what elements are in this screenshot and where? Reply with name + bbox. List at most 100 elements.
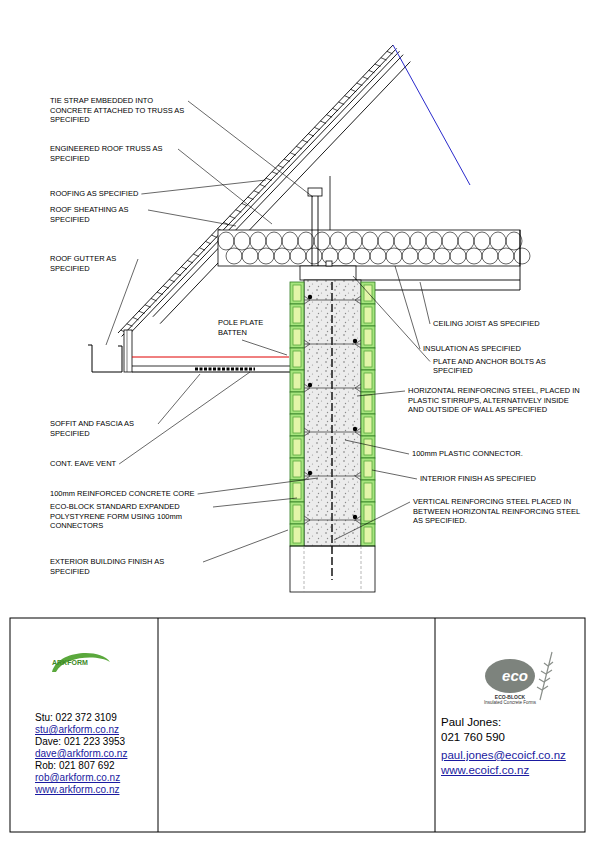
title-divider bbox=[158, 618, 159, 832]
shingle-step bbox=[375, 64, 381, 66]
insulation-loop bbox=[242, 248, 258, 264]
insulation-loop bbox=[482, 248, 498, 264]
callout-label: INSULATION AS SPECIFIED bbox=[423, 344, 521, 354]
shingle-step bbox=[339, 102, 345, 104]
roof-outline bbox=[393, 45, 470, 185]
callout-label: ROOF SHEATHING AS SPECIFIED bbox=[50, 205, 145, 224]
leader-line bbox=[188, 101, 313, 197]
leader-line bbox=[372, 470, 417, 479]
contact-text: paul.jones@ecoicf.co.nz bbox=[441, 749, 566, 761]
shingle-step bbox=[381, 58, 387, 60]
roof-gutter bbox=[88, 345, 122, 372]
insulation-loop bbox=[250, 232, 266, 250]
eps-form-block bbox=[361, 370, 375, 392]
insulation-loop bbox=[490, 232, 506, 250]
truss-top-chord bbox=[160, 62, 410, 324]
insulation-loop bbox=[514, 248, 530, 264]
shingle-step bbox=[139, 311, 145, 313]
truss-top-chord bbox=[153, 55, 403, 317]
shingle-step bbox=[345, 96, 351, 98]
horizontal-rebar bbox=[353, 339, 357, 343]
eps-form-cell bbox=[293, 373, 301, 389]
callout-label: TIE STRAP EMBEDDED INTO CONCRETE ATTACHE… bbox=[50, 96, 185, 125]
callout-label: ROOF GUTTER AS SPECIFIED bbox=[50, 254, 135, 273]
shingle-step bbox=[230, 216, 236, 218]
insulation-loop bbox=[234, 232, 250, 250]
contact-text: www.arkform.co.nz bbox=[35, 784, 119, 795]
callout-wrap: 100mm REINFORCED CONCRETE CORE bbox=[50, 482, 195, 500]
horizontal-rebar bbox=[353, 427, 357, 431]
eps-form-cell bbox=[293, 417, 301, 433]
eps-form-block bbox=[290, 458, 304, 480]
soffit bbox=[132, 366, 290, 367]
shingle-step bbox=[308, 134, 314, 136]
shingle-step bbox=[333, 108, 339, 110]
callout-wrap: INTERIOR FINISH AS SPECIFIED bbox=[420, 467, 536, 485]
eps-form-cell bbox=[364, 527, 372, 543]
leader-line bbox=[141, 180, 266, 194]
eps-form-block bbox=[290, 502, 304, 524]
eps-form-cell bbox=[364, 351, 372, 367]
eps-form-cell bbox=[293, 461, 301, 477]
insulation-batt bbox=[218, 230, 520, 266]
eps-form-block bbox=[290, 348, 304, 370]
eps-form-cell bbox=[364, 395, 372, 411]
fern-logo bbox=[537, 652, 553, 700]
eps-form-cell bbox=[293, 439, 301, 455]
callout-label: 100mm PLASTIC CONNECTOR. bbox=[412, 449, 523, 459]
ceiling-joist bbox=[520, 230, 521, 290]
eps-form-cell bbox=[364, 307, 372, 323]
truss-web bbox=[330, 176, 331, 230]
shingle-step bbox=[248, 197, 254, 199]
shingle-step bbox=[193, 254, 199, 256]
tie-strap bbox=[318, 196, 319, 266]
shingle-step bbox=[351, 89, 357, 91]
contact-text: Paul Jones: bbox=[441, 716, 501, 728]
callout-wrap: EXTERIOR BUILDING FINISH AS SPECIFIED bbox=[50, 557, 200, 578]
insulation-loop bbox=[402, 248, 418, 264]
eps-form-block bbox=[361, 326, 375, 348]
insulation-loop bbox=[394, 232, 410, 250]
callout-label: EXTERIOR BUILDING FINISH AS SPECIFIED bbox=[50, 557, 200, 576]
eps-form-cell bbox=[364, 439, 372, 455]
shingle-step bbox=[181, 267, 187, 269]
shingle-step bbox=[369, 70, 375, 72]
eps-form-cell bbox=[364, 461, 372, 477]
horizontal-rebar bbox=[353, 515, 357, 519]
leader-line bbox=[106, 259, 138, 345]
insulation-loop bbox=[226, 248, 242, 264]
title-divider bbox=[435, 618, 436, 832]
insulation-loop bbox=[474, 232, 490, 250]
leader-line bbox=[119, 372, 250, 464]
leader-line bbox=[357, 391, 405, 396]
eps-form-block bbox=[361, 480, 375, 502]
anchor-bolt bbox=[326, 261, 332, 266]
shingle-step bbox=[266, 178, 272, 180]
shingle-step bbox=[163, 286, 169, 288]
leader-line bbox=[213, 498, 297, 507]
eps-form-block bbox=[290, 370, 304, 392]
leader-line bbox=[353, 276, 430, 362]
horizontal-rebar bbox=[308, 471, 312, 475]
insulation-loop bbox=[354, 248, 370, 264]
eps-form-block bbox=[290, 524, 304, 546]
callout-label: VERTICAL REINFORCING STEEL PLACED IN BET… bbox=[413, 497, 583, 526]
eps-form-block bbox=[290, 436, 304, 458]
insulation-loop bbox=[466, 248, 482, 264]
contact-text: Rob: 021 807 692 bbox=[35, 760, 115, 771]
callout-wrap: HORIZONTAL REINFORCING STEEL, PLACED IN … bbox=[408, 386, 583, 416]
insulation-loop bbox=[266, 232, 282, 250]
eps-form-block bbox=[290, 326, 304, 348]
shingle-step bbox=[254, 191, 260, 193]
shingle-step bbox=[314, 127, 320, 129]
shingle-step bbox=[290, 153, 296, 155]
vertical-rebar bbox=[331, 282, 333, 580]
shingle-step bbox=[302, 140, 308, 142]
leader-line bbox=[158, 374, 200, 424]
eps-form-cell bbox=[293, 395, 301, 411]
contact-text: 021 760 590 bbox=[441, 731, 505, 743]
insulation-loop bbox=[370, 248, 386, 264]
insulation-loop bbox=[442, 232, 458, 250]
shingle-step bbox=[320, 121, 326, 123]
